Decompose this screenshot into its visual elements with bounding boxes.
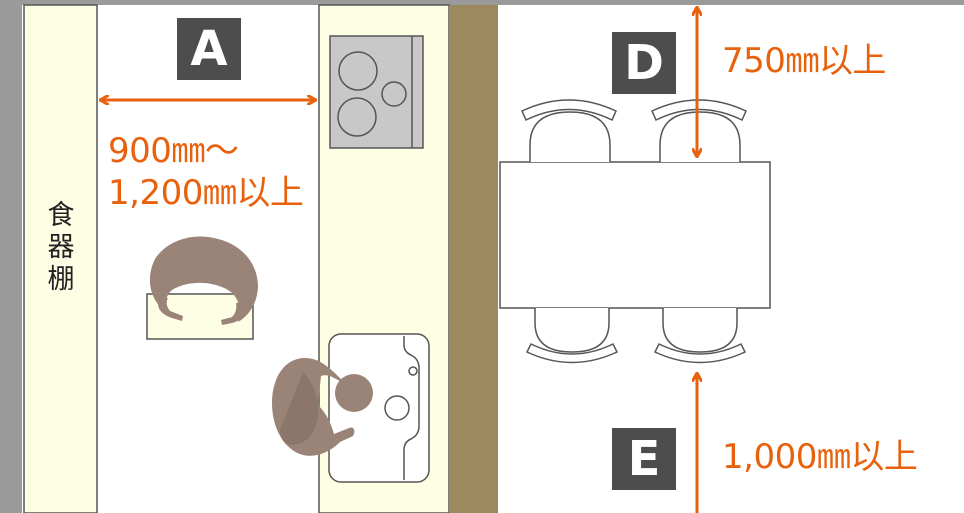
chair-bottom-left [525,308,619,364]
cupboard-label: 食 器 棚 [44,200,78,296]
badge-a: A [177,18,241,80]
person-top-icon [149,236,258,325]
badge-d: D [612,32,676,94]
dining-table [499,161,771,309]
chair-top-right [651,99,747,162]
faucet-icon [408,366,418,376]
badge-e: E [612,428,676,490]
burner-icon [381,81,407,107]
chair-bottom-right [653,308,747,364]
left-border [0,0,22,513]
wall [449,5,498,513]
dimension-a-line2: 1,200㎜以上 [108,173,304,213]
cupboard [23,4,98,513]
dimension-e-text: 1,000㎜以上 [722,437,918,477]
cupboard-char: 棚 [47,263,75,295]
dimension-a-line1: 900㎜～ [108,131,239,171]
top-border [0,0,964,5]
cupboard-char: 器 [47,231,75,263]
cupboard-char: 食 [47,200,75,231]
sink [328,333,430,483]
person-side-icon [272,358,373,456]
stove [329,35,424,149]
chair-top-left [521,99,617,162]
burner-icon [337,97,377,137]
burner-icon [338,51,378,91]
dimension-d-text: 750㎜以上 [722,41,886,81]
drain-icon [384,395,410,421]
